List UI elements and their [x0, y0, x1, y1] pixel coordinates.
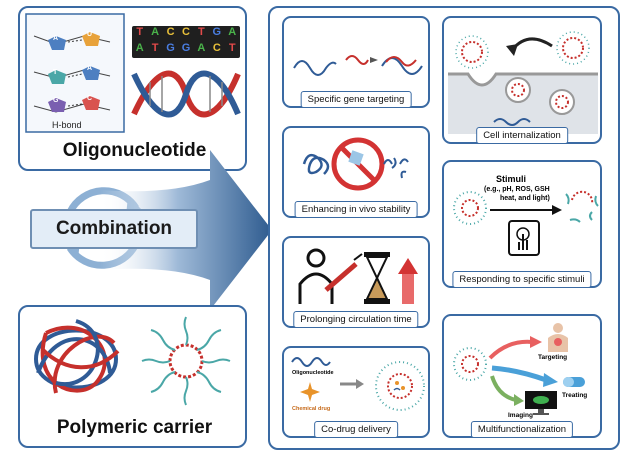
oligonucleotide-title: Oligonucleotide [62, 140, 207, 161]
touch-button-icon [508, 220, 540, 256]
stimuli-title: Stimuli [496, 174, 527, 184]
base-bottom: G [166, 42, 175, 54]
base-bottom: A [135, 42, 144, 54]
pill-icon [563, 377, 585, 387]
card-gene-targeting: Specific gene targeting [282, 16, 430, 108]
codrug-chem-label: Chemical drug [292, 406, 331, 412]
hbond-label: H-bond [52, 120, 82, 130]
imaging-label: Imaging [508, 412, 533, 419]
base-top: G [212, 26, 222, 38]
chemical-drug-icon [300, 382, 320, 402]
caption-cell-internalization: Cell internalization [476, 127, 568, 144]
card-circulation: Prolonging circulation time [282, 236, 430, 328]
monitor-icon [525, 391, 557, 415]
codrug-oligo-label: Oligonucleotide [292, 370, 334, 376]
body-target-icon [548, 323, 568, 352]
gene-targeting-illustration [293, 55, 423, 76]
base-bottom: T [228, 42, 236, 54]
base-top: C [166, 26, 175, 38]
caption-gene-targeting: Specific gene targeting [300, 91, 412, 108]
card-stimuli: Stimuli (e.g., pH, ROS, GSH heat, and li… [442, 160, 602, 288]
base-bottom: A [197, 42, 206, 54]
strand-letter: T [53, 69, 58, 76]
base-top: T [198, 26, 205, 38]
card-codrug: Oligonucleotide Chemical drug Co-drug de… [282, 346, 430, 438]
caption-circulation: Prolonging circulation time [293, 311, 419, 328]
multi-micelle-icon [453, 347, 487, 381]
targeting-label: Targeting [538, 354, 568, 361]
strand-letter: A [53, 35, 59, 42]
combination-label: Combination [30, 209, 198, 249]
stimuli-line-1: (e.g., pH, ROS, GSH [484, 186, 550, 193]
caption-stability: Enhancing in vivo stability [294, 201, 418, 218]
polymer-coil-icon [34, 319, 120, 394]
codrug-arrow-icon [340, 379, 364, 389]
stability-illustration [302, 137, 409, 191]
strand-letter: A [87, 65, 93, 72]
card-cell-internalization: Cell internalization [442, 16, 602, 144]
base-top: A [228, 26, 237, 38]
base-top: A [151, 26, 160, 38]
loaded-micelle-icon [375, 361, 425, 411]
treating-label: Treating [562, 392, 588, 399]
base-bottom: G [181, 42, 191, 54]
micelle-icon [141, 316, 231, 406]
caption-codrug: Co-drug delivery [314, 421, 398, 438]
circulation-illustration [298, 248, 418, 304]
oligo-strand-icon [291, 357, 331, 367]
base-top: T [136, 26, 144, 38]
oligonucleotide-panel: A U T A G C H-bond T A C C T G A A T G G… [18, 6, 247, 171]
strand-letter: U [87, 31, 93, 38]
dna-helix-icon [131, 70, 241, 118]
stimuli-line-2: heat, and light) [500, 195, 550, 202]
micelle-disrupted-icon [565, 190, 599, 223]
micelle-intact-icon [453, 191, 487, 225]
sequence-grid: T A C C T G A A T G G A C T [132, 26, 240, 58]
polymeric-carrier-panel: Polymeric carrier [18, 305, 247, 448]
caption-multifunctional: Multifunctionalization [470, 421, 574, 438]
base-bottom: T [151, 42, 159, 54]
stimuli-arrow-icon [490, 205, 562, 215]
strand-letter: C [87, 95, 93, 102]
base-pairing-diagram [25, 13, 125, 133]
base-bottom: C [212, 42, 221, 54]
cell-internalization-illustration [448, 31, 598, 134]
base-top: C [182, 26, 190, 38]
multi-arrows-icon [488, 336, 558, 406]
card-stability: Enhancing in vivo stability [282, 126, 430, 218]
strand-letter: G [53, 97, 59, 104]
card-multifunctional: Targeting Treating Imaging Multifunction… [442, 314, 602, 438]
polymeric-carrier-title: Polymeric carrier [56, 417, 213, 438]
caption-stimuli: Responding to specific stimuli [452, 271, 592, 288]
